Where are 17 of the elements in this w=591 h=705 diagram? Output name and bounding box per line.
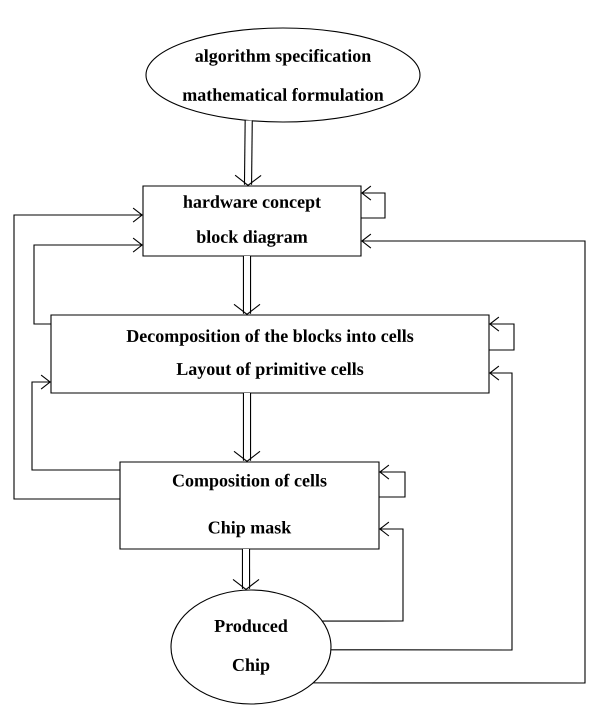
- process-box: Decomposition of the blocks into cells Layout of primitive cells: [50, 314, 490, 394]
- feedback-arrow: [13, 208, 143, 500]
- feedback-arrow: [322, 522, 404, 622]
- double-arrow: [234, 256, 260, 315]
- feedback-arrow: [33, 238, 143, 325]
- loop-arrow: [379, 464, 406, 498]
- process-box: hardware concept block diagram: [142, 185, 362, 257]
- process-box: Composition of cells Chip mask: [119, 461, 380, 550]
- double-arrow: [234, 393, 260, 462]
- ellipse-node: Produced Chip: [170, 589, 332, 705]
- double-arrow: [234, 120, 262, 186]
- ellipse-node: algorithm specification mathematical formulation: [145, 27, 421, 123]
- loop-arrow: [489, 316, 515, 351]
- feedback-arrow: [313, 234, 586, 684]
- feedback-arrow: [31, 374, 120, 471]
- loop-arrow: [361, 186, 386, 219]
- feedback-arrow: [330, 366, 513, 651]
